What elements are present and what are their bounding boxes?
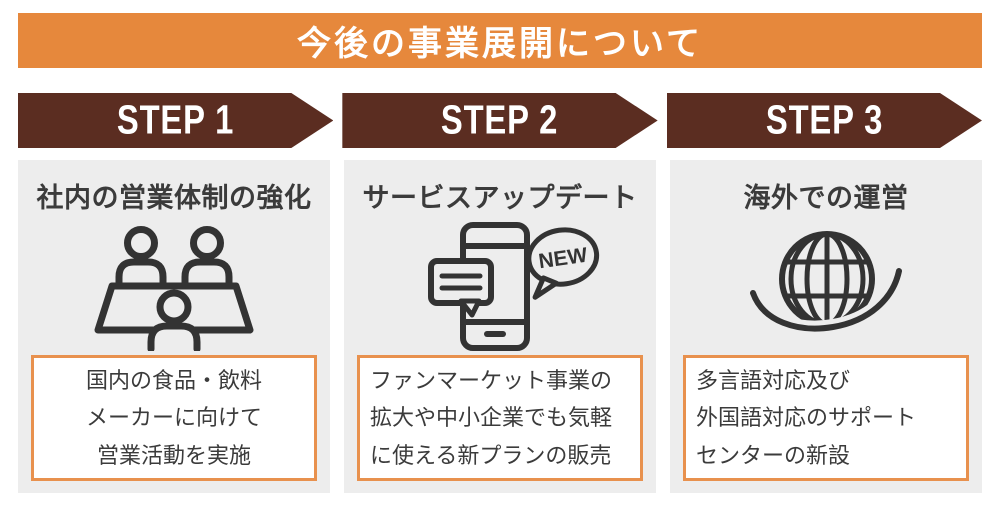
step3-arrow-banner: STEP 3	[667, 93, 982, 148]
step-card-row: 社内の営業体制の強化 国内の食品・飲料 メーカーに向けて 営業活動を実施 サービ…	[18, 160, 982, 493]
step1-arrow-banner: STEP 1	[18, 93, 333, 148]
page-title: 今後の事業展開について	[297, 25, 703, 63]
step2-card: サービスアップデート NEW	[344, 160, 656, 493]
meeting-table-icon	[18, 219, 330, 355]
step1-card: 社内の営業体制の強化 国内の食品・飲料 メーカーに向けて 営業活動を実施	[18, 160, 330, 493]
step1-label: STEP 1	[116, 97, 235, 143]
step3-description: 多言語対応及び 外国語対応のサポート センターの新設	[683, 355, 969, 481]
step2-label: STEP 2	[441, 97, 559, 143]
slide: 今後の事業展開について STEP 1 STEP 2 STEP 3 社内の営業体制…	[18, 13, 982, 493]
step-banner-row: STEP 1 STEP 2 STEP 3	[18, 93, 982, 148]
globe-orbit-icon	[670, 219, 982, 355]
step3-label: STEP 3	[765, 97, 883, 143]
smartphone-chat-icon: NEW	[344, 219, 656, 355]
slide-header: 今後の事業展開について	[18, 13, 982, 68]
step2-description: ファンマーケット事業の 拡大や中小企業でも気軽 に使える新プランの販売	[357, 355, 643, 481]
new-badge-balloon: NEW	[526, 227, 600, 300]
step3-card: 海外での運営 多言語対応及び 外国語対応のサポート センターの新設	[670, 160, 982, 493]
step3-title: 海外での運営	[743, 183, 909, 213]
step2-title: サービスアップデート	[362, 183, 638, 213]
step1-description: 国内の食品・飲料 メーカーに向けて 営業活動を実施	[31, 355, 317, 481]
step1-title: 社内の営業体制の強化	[36, 183, 312, 213]
step2-arrow-banner: STEP 2	[342, 93, 657, 148]
